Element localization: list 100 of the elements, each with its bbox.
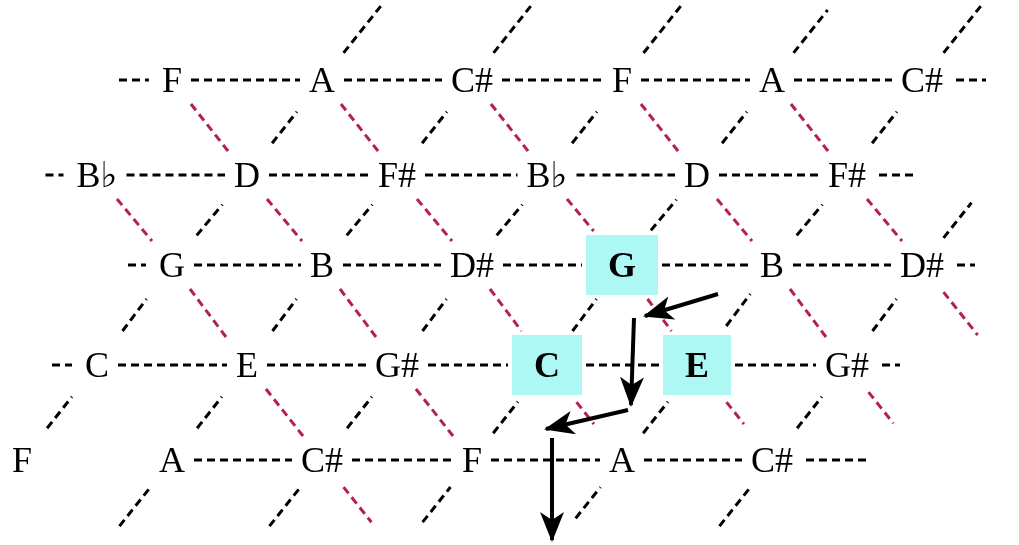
note-name: F# [373,155,421,195]
dashed-line [488,288,523,332]
note-name: D# [895,245,949,285]
dashed-line [867,391,895,425]
dashed-line [719,173,819,177]
dashed-line [343,263,441,267]
note-name: C# [746,440,798,480]
dashed-line [942,201,973,239]
dashed-line [128,263,146,267]
dashed-line [264,388,305,437]
note-name: D [229,155,265,195]
dashed-line [492,5,532,54]
note-name: F [457,440,487,480]
note-name: B♭ [71,155,123,195]
dashed-line [718,486,752,528]
dashed-line [882,363,900,367]
dashed-line [194,458,292,462]
dashed-line [870,110,899,145]
dashed-line [639,103,680,152]
note-name: C# [446,60,498,100]
note-name: E [231,345,263,385]
note-name: C [80,345,114,385]
dashed-line [121,298,148,332]
dashed-line [576,173,675,177]
dashed-line [342,5,382,54]
dashed-line [646,298,673,332]
dashed-line [421,298,448,332]
dashed-line [879,173,914,177]
dashed-line [574,486,602,520]
dashed-line [428,363,508,367]
note-name: A [754,60,790,100]
dashed-line [265,198,304,242]
dashed-line [570,110,599,145]
dashed-line [344,78,442,82]
note-name: A [154,440,190,480]
dashed-line [126,173,225,177]
dashed-line [421,486,452,524]
dashed-line [644,458,742,462]
dashed-line [269,173,369,177]
dashed-line [725,293,752,327]
dashed-line [268,486,302,528]
dashed-line [339,103,380,152]
dashed-line [118,486,152,528]
note-name: G [154,245,190,285]
dashed-line [642,5,682,54]
note-name: G# [820,345,874,385]
dashed-line [345,203,374,237]
dashed-line [957,263,975,267]
dashed-line [571,298,598,332]
note-name: C# [896,60,948,100]
dashed-line [194,263,301,267]
dashed-line [793,263,891,267]
dashed-line [45,173,64,177]
dashed-line [352,458,453,462]
dashed-line [267,363,366,367]
dashed-line [720,110,749,145]
dashed-line [271,298,298,332]
dashed-line [420,110,449,145]
dashed-line [342,486,373,524]
note-name: F [157,60,187,100]
note-name: C# [296,440,348,480]
dashed-line [735,363,816,367]
dashed-line [118,363,227,367]
dashed-line [52,363,72,367]
dashed-line [415,198,454,242]
dashed-line [715,198,754,242]
dashed-line [586,363,659,367]
dashed-line [189,103,230,152]
dashed-line [195,203,224,237]
dashed-line [414,388,455,437]
note-name: F# [823,155,871,195]
dashed-line [789,103,830,152]
note-name: D [679,155,715,195]
dashed-line [119,78,149,82]
dashed-line [956,78,986,82]
dashed-line [45,395,74,430]
note-name: A [304,60,340,100]
dashed-line [795,395,824,430]
dashed-line [495,203,524,237]
dashed-line [795,203,824,237]
dashed-line [425,173,518,177]
dashed-line [942,291,979,336]
dashed-line [115,198,154,242]
dashed-line [942,5,982,54]
note-name: B [305,245,339,285]
note-name: D# [445,245,499,285]
highlighted-note: C [512,335,582,395]
dashed-line [270,110,299,145]
dashed-line [662,263,751,267]
dashed-line [345,395,374,430]
dashed-line [195,395,224,430]
dashed-line [725,401,746,425]
dashed-line [649,198,678,232]
dashed-line [575,401,596,425]
dashed-line [865,198,904,242]
dashed-line [191,78,300,82]
note-name: B♭ [521,155,573,195]
note-name: F [607,60,637,100]
dashed-line [794,78,892,82]
dashed-line [491,458,600,462]
